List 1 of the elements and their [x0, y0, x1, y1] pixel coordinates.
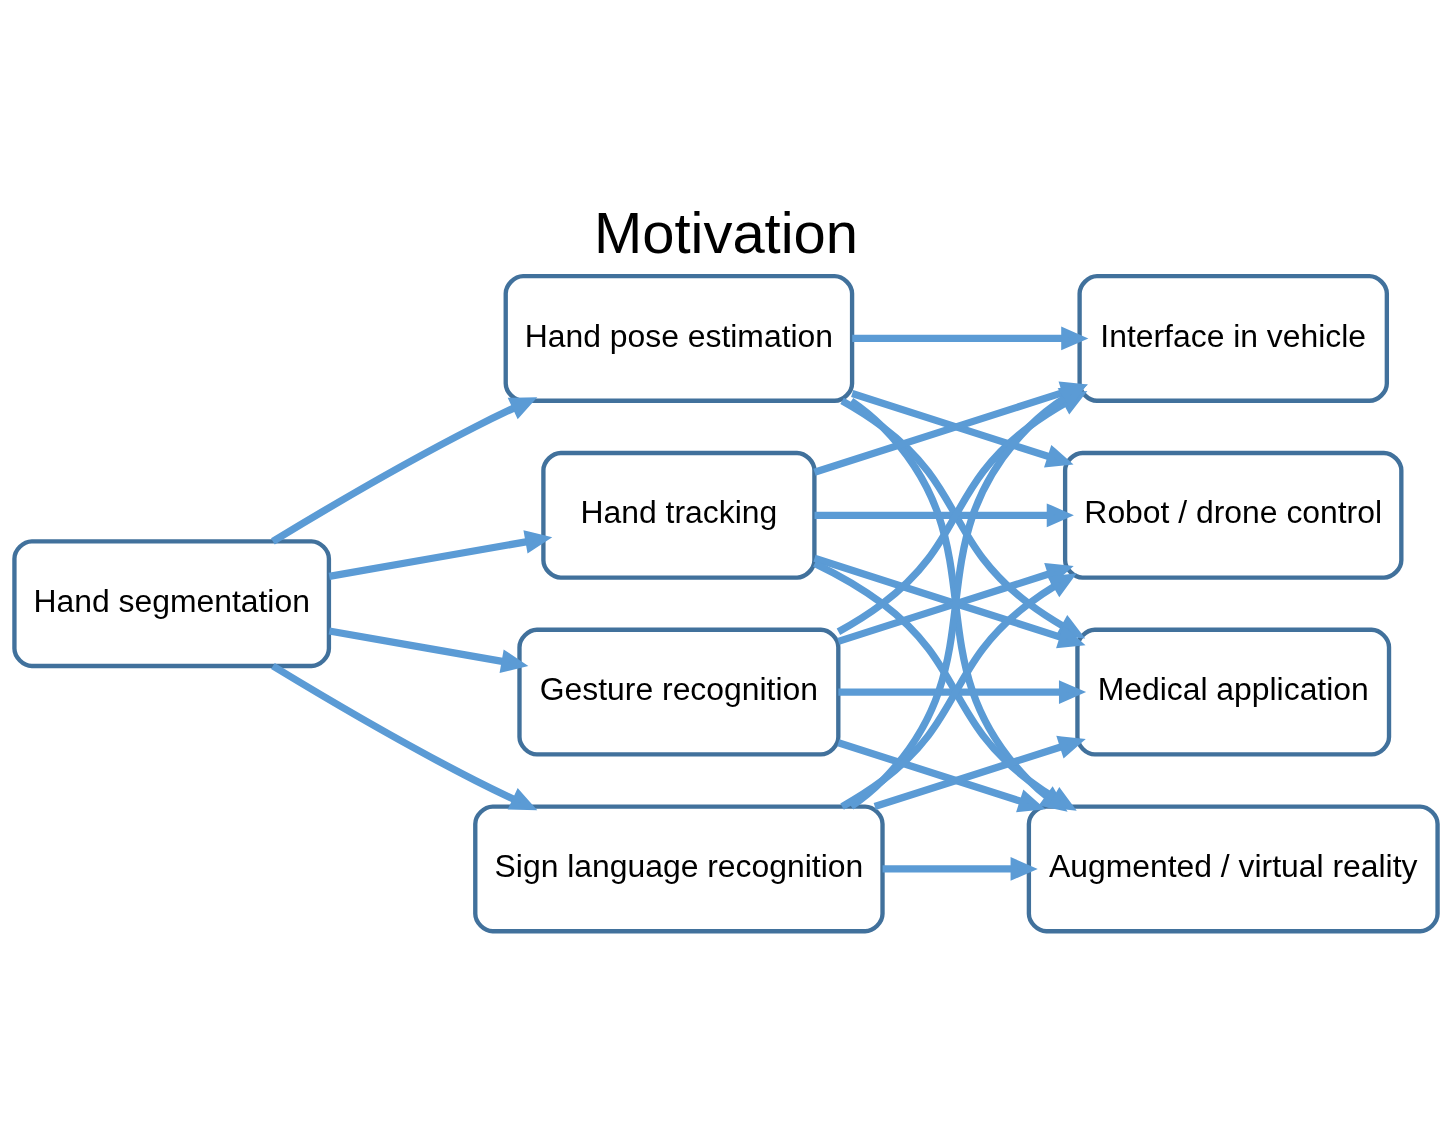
diagram-title: Motivation	[593, 200, 859, 265]
